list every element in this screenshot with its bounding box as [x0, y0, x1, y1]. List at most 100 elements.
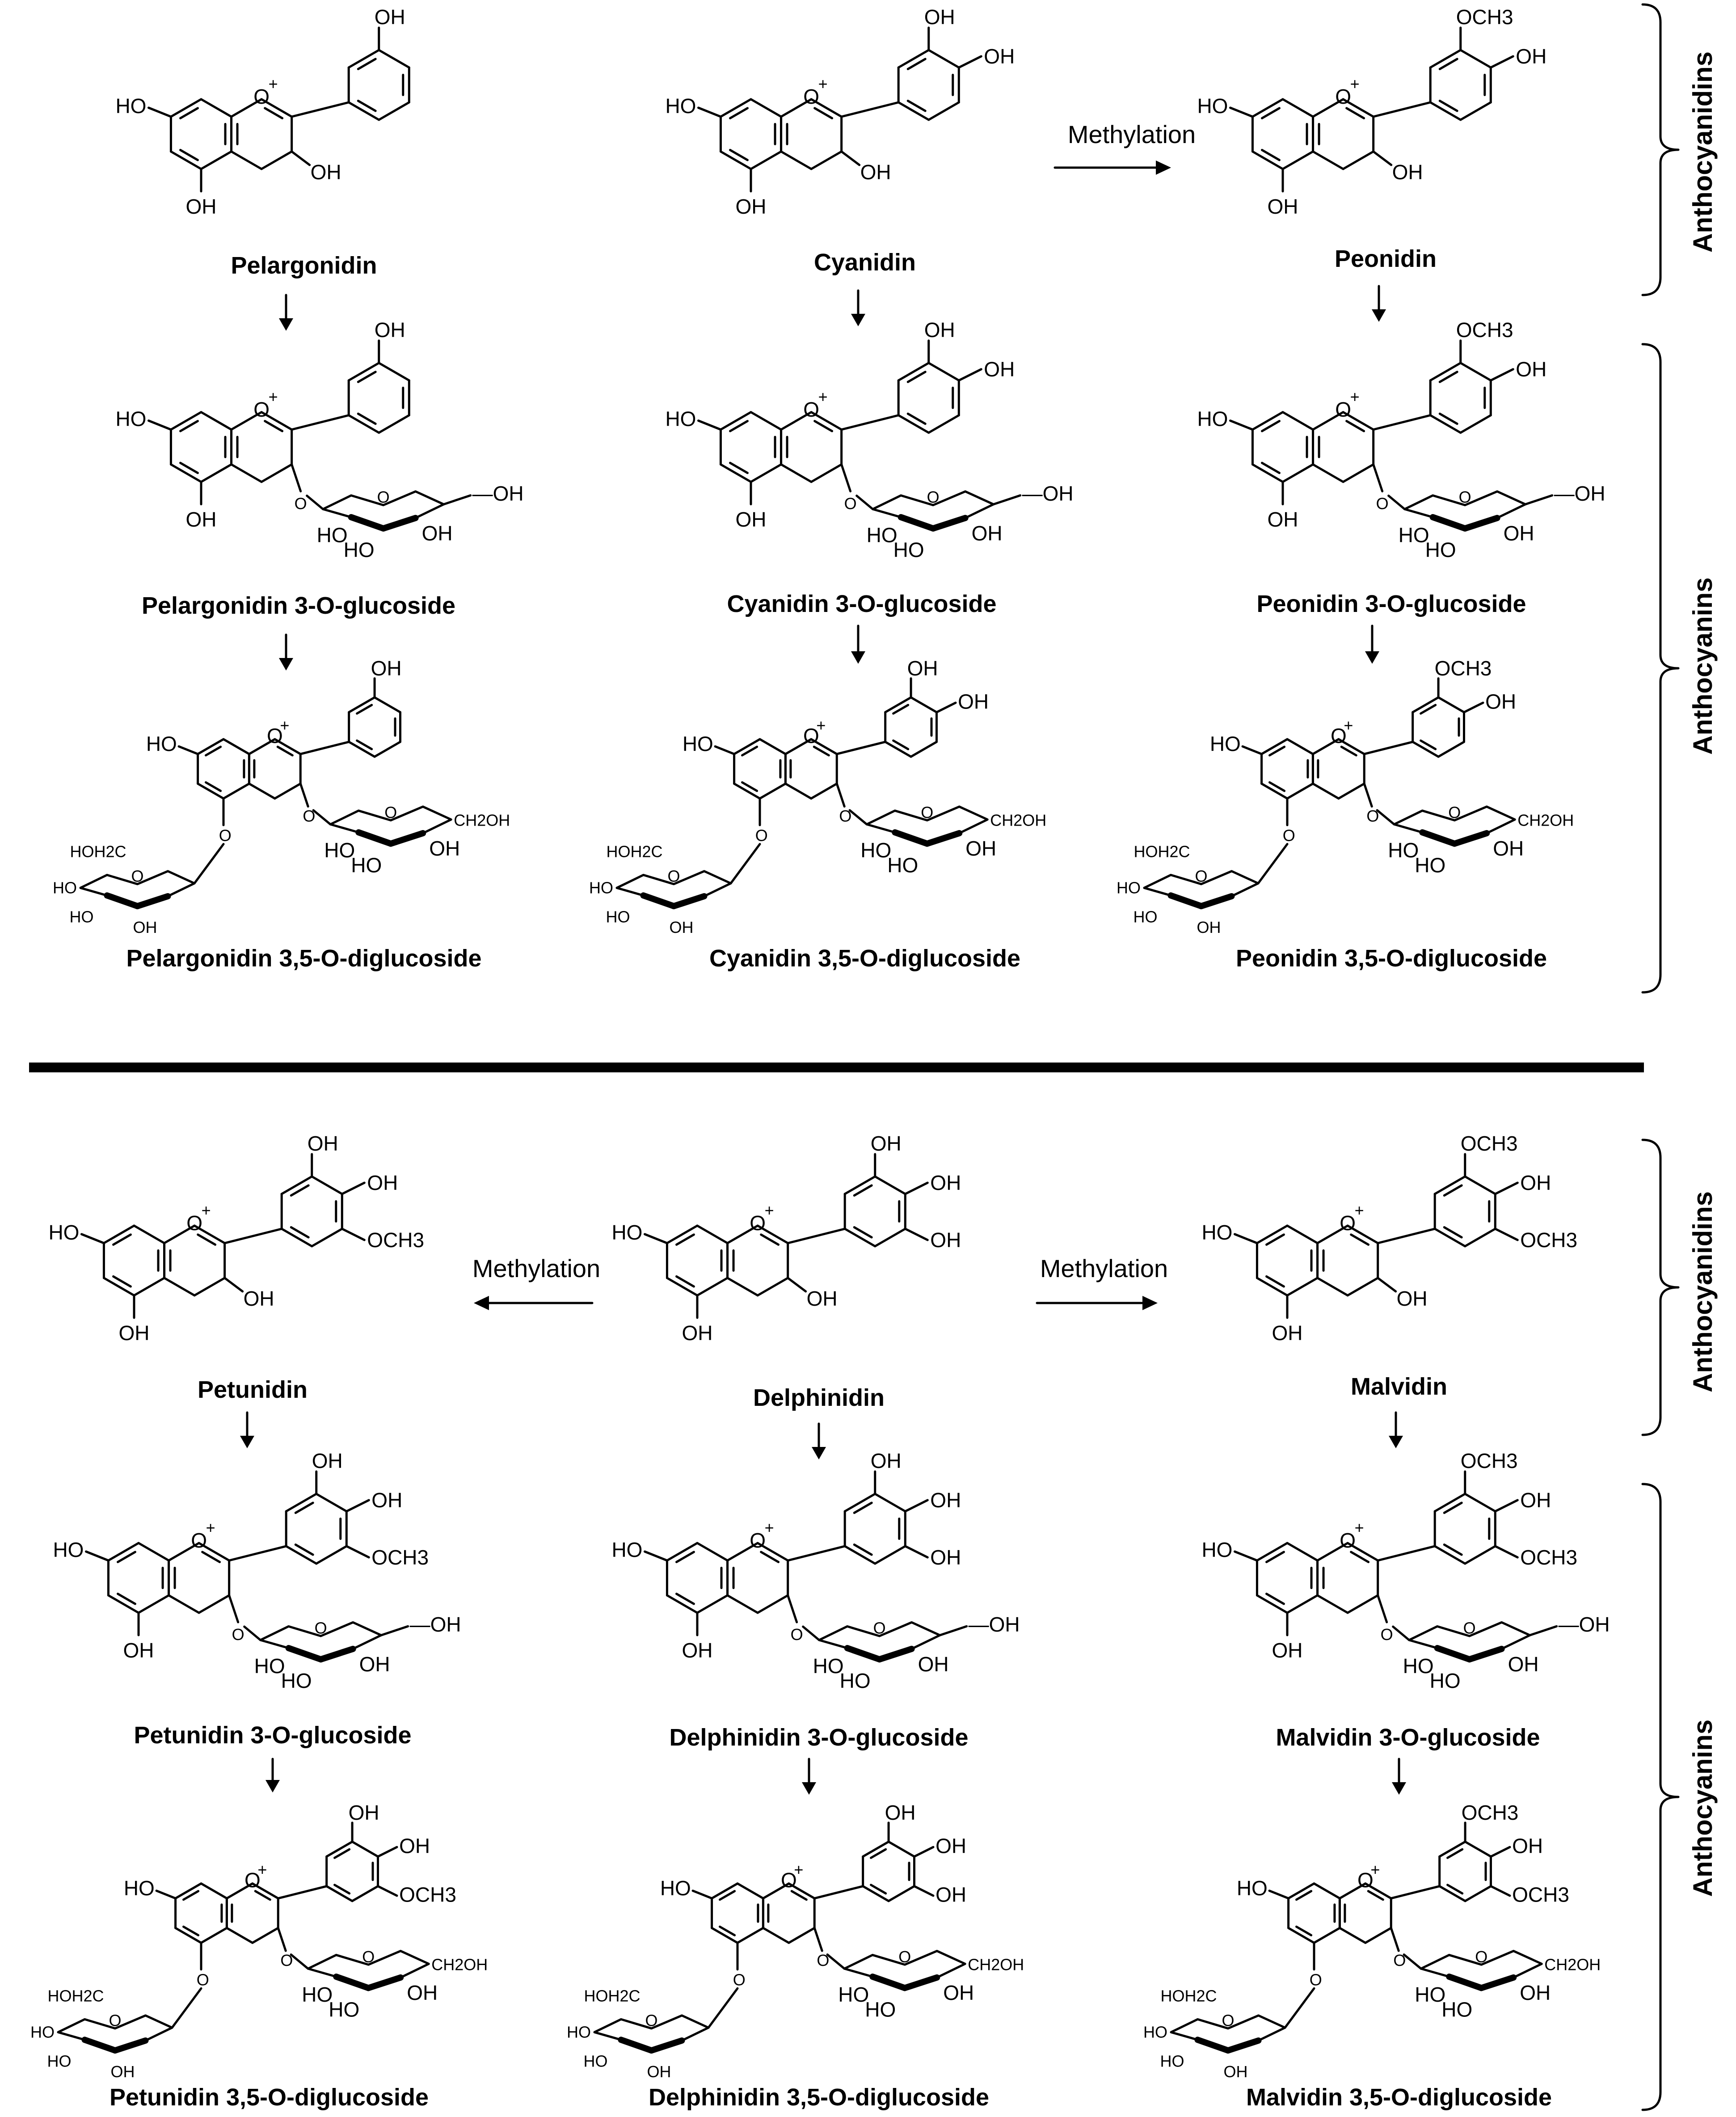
pelargonidin-3-5-diglucoside-glucose-3-ring-oxygen: O — [384, 803, 397, 822]
cyanidin-3-5-diglucoside-b-4p-oh: OH — [958, 690, 989, 713]
label-pelargonidin: Pelargonidin — [231, 252, 377, 279]
pelargonidin-3-5-diglucoside-oxonium: O — [267, 724, 283, 747]
petunidin-3-5-diglucoside-charge: + — [257, 1860, 267, 1879]
delphinidin-3-glucoside-glucose-3-ring-oxygen: O — [873, 1619, 886, 1637]
cyanidin-3-5-diglucoside-glc3-oh-4: OH — [965, 837, 996, 860]
malvidin-3-glucoside-3-o: O — [1381, 1625, 1393, 1644]
delphinidin-7-hydroxyl: HO — [611, 1221, 642, 1244]
cyanidin-3-5-diglucoside-glc5-oh-2: OH — [670, 918, 694, 936]
down-arrow-8 — [265, 1758, 280, 1792]
peonidin-3-5-diglucoside-glucose-5: O — [1143, 867, 1260, 910]
peonidin-3-glucoside-charge: + — [1350, 388, 1360, 406]
label-petunidin-diglucoside: Petunidin 3,5-O-diglucoside — [110, 2084, 429, 2111]
malvidin-b-4p-oh: OH — [1520, 1171, 1551, 1194]
side-label-anthocyanidins-bottom: Anthocyanidins — [1688, 1191, 1718, 1392]
delphinidin-3-glucoside-glucose-3: O — [818, 1619, 941, 1663]
label-petunidin-3-glucoside: Petunidin 3-O-glucoside — [134, 1722, 411, 1749]
malvidin-3-5-diglucoside-glc3-ch2oh: CH2OH — [1544, 1955, 1601, 1974]
petunidin-3-5-diglucoside-5-o: O — [197, 1971, 209, 1989]
petunidin-3-5-diglucoside-glucose-3: O — [307, 1948, 430, 1991]
cyanidin-3-glucoside-charge: + — [818, 388, 828, 406]
peonidin-3-glucoside-glc3-oh-3: HO — [1425, 538, 1456, 561]
cyanidin-3-5-diglucoside-oxonium: O — [803, 724, 819, 747]
label-delphinidin: Delphinidin — [753, 1384, 885, 1411]
methylation-label-bottom-left: Methylation — [472, 1254, 600, 1282]
petunidin-3-5-diglucoside-glucose-5-ring-oxygen: O — [109, 2012, 121, 2030]
label-malvidin: Malvidin — [1351, 1373, 1447, 1400]
peonidin-3-5-diglucoside-b-3p-ome: OCH3 — [1435, 657, 1492, 680]
cyanidin-3-glucoside-3-o: O — [844, 494, 857, 513]
down-arrow-9 — [812, 1422, 826, 1459]
peonidin-3-glucoside-glc3-oh-2: HO — [1399, 523, 1429, 547]
cyanidin-3-5-diglucoside-glc5-oh-4: HO — [589, 878, 613, 897]
malvidin-3-glucoside-glc3-oh-2: HO — [1403, 1654, 1434, 1678]
malvidin-3-5-diglucoside-glc5-oh-3: HO — [1160, 2052, 1184, 2070]
malvidin-3-glucoside-glc3-oh-3: HO — [1430, 1669, 1461, 1692]
cyanidin-3-glucoside-5-hydroxyl: OH — [736, 508, 767, 531]
petunidin-3-5-diglucoside-b-4p-oh: OH — [399, 1834, 430, 1858]
bracket-anthocyanins-top — [1641, 343, 1680, 994]
malvidin-3-5-diglucoside-glucose-5-ring-oxygen: O — [1222, 2012, 1234, 2030]
delphinidin-3-glucoside-3-o: O — [791, 1625, 803, 1644]
peonidin-3-glucoside-7-hydroxyl: HO — [1197, 407, 1228, 430]
malvidin-3-5-diglucoside-oxonium: O — [1357, 1868, 1374, 1892]
petunidin-3-5-diglucoside-glc3-oh-3: HO — [329, 1998, 359, 2021]
peonidin-7-hydroxyl: HO — [1197, 94, 1228, 118]
cyanidin-3-5-diglucoside-glc5-hoh2c: HOH2C — [606, 842, 662, 860]
pelargonidin-3-5-diglucoside-5-o: O — [219, 827, 232, 845]
petunidin-3-5-diglucoside-glc3-oh-2: HO — [302, 1983, 333, 2006]
cyanidin-3-5-diglucoside-glc3-oh-3: HO — [887, 853, 918, 877]
peonidin-3-5-diglucoside-oxonium: O — [1331, 724, 1347, 747]
petunidin-3-5-diglucoside-7-hydroxyl: HO — [124, 1877, 155, 1900]
peonidin-3-glucoside-5-hydroxyl: OH — [1268, 508, 1298, 531]
malvidin-3-5-diglucoside-glucose-5: O — [1170, 2012, 1286, 2054]
peonidin-3-5-diglucoside-glucose-3: O — [1393, 803, 1516, 847]
petunidin-5-hydroxyl: OH — [119, 1321, 150, 1345]
cyanidin-3-5-diglucoside-glucose-3: O — [865, 803, 989, 847]
petunidin-3-glucoside-glc3-oh-4: OH — [359, 1653, 390, 1676]
cyanidin-3-glucoside-glc3-oh-6: —OH — [1022, 482, 1074, 505]
malvidin-charge: + — [1355, 1201, 1364, 1219]
methylation-arrow-bottom-right — [1036, 1296, 1158, 1310]
label-delphinidin-diglucoside: Delphinidin 3,5-O-diglucoside — [649, 2084, 989, 2111]
peonidin-3-5-diglucoside-glc3-oh-4: OH — [1493, 837, 1524, 860]
petunidin-3-glucoside-5-hydroxyl: OH — [123, 1639, 154, 1662]
delphinidin-3-glucoside-b-4p-oh: OH — [930, 1489, 961, 1512]
malvidin-3-5-diglucoside-glc5-hoh2c: HOH2C — [1160, 1986, 1217, 2005]
peonidin-b-3p-ome: OCH3 — [1456, 5, 1513, 29]
pelargonidin-3-hydroxyl: OH — [311, 160, 341, 184]
delphinidin-3-5-diglucoside-5-o: O — [733, 1971, 746, 1989]
peonidin-3-5-diglucoside-glucose-5-ring-oxygen: O — [1195, 867, 1207, 886]
delphinidin-3-glucoside-glc3-oh-4: OH — [918, 1653, 949, 1676]
cyanidin-b-4p-oh: OH — [984, 45, 1015, 68]
petunidin-3-glucoside-3-o: O — [232, 1625, 244, 1644]
label-peonidin: Peonidin — [1335, 245, 1437, 272]
cyanidin-b-3p-oh: OH — [924, 5, 955, 29]
down-arrow-5 — [1372, 285, 1386, 322]
pelargonidin-3-glucoside-b-4p-oh: OH — [375, 318, 405, 342]
label-peonidin-3-glucoside: Peonidin 3-O-glucoside — [1256, 590, 1526, 617]
peonidin-3-glucoside-glc3-oh-6: —OH — [1554, 482, 1605, 505]
malvidin-5-hydroxyl: OH — [1272, 1321, 1303, 1345]
cyanidin-3-5-diglucoside-glc5-oh-3: HO — [606, 907, 630, 926]
delphinidin-3-glucoside-charge: + — [765, 1518, 774, 1537]
side-label-anthocyanins-bottom: Anthocyanins — [1688, 1720, 1718, 1897]
peonidin-3-hydroxyl: OH — [1392, 160, 1423, 184]
petunidin-3-glucoside-b-4p-oh: OH — [371, 1489, 402, 1512]
petunidin-3-glucoside-charge: + — [206, 1518, 215, 1537]
pelargonidin-3-5-diglucoside-glucose-5: O — [79, 867, 196, 910]
bracket-anthocyanidins-top — [1641, 3, 1680, 296]
pelargonidin-3-5-diglucoside-glucose-3: O — [329, 803, 452, 847]
down-arrow-6 — [1365, 624, 1379, 664]
delphinidin-3-5-diglucoside-oxonium: O — [781, 1868, 797, 1892]
malvidin-3-glucoside-glc3-oh-4: OH — [1508, 1653, 1539, 1676]
malvidin-b-3p-ome: OCH3 — [1461, 1132, 1518, 1155]
